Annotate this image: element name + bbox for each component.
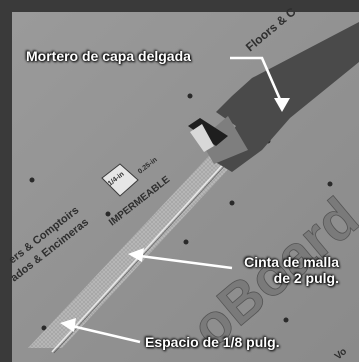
callout-leaders [71, 56, 284, 344]
fastener-dot [41, 325, 47, 331]
thinset-mortar-band [212, 22, 359, 172]
fastener-dot [229, 200, 235, 206]
fastener-dot [317, 247, 323, 253]
fastener-dot [183, 239, 189, 245]
mesh-leader [139, 254, 233, 270]
gap-arrowhead [60, 318, 76, 332]
trowel-ridge [200, 116, 248, 164]
trowel-edge [190, 124, 214, 152]
callout-mortar: Mortero de capa delgada [26, 48, 191, 64]
mesh-tape-strip [28, 140, 246, 348]
callout-gap: Espacio de 1/8 pulg. [145, 334, 280, 350]
mortar-leader [230, 56, 284, 105]
trowel-blade [188, 118, 228, 146]
mortar-arrowhead [274, 98, 290, 112]
callout-mesh-line-1: Cinta de malla [244, 254, 339, 270]
callout-arrowheads [60, 98, 290, 332]
callout-mesh-line-2: de 2 pulg. [273, 270, 339, 286]
gap-seam-shadow [53, 148, 241, 354]
fastener-dots [29, 93, 333, 331]
gap-seam-line [51, 147, 239, 353]
fastener-dot [105, 211, 111, 217]
fastener-dot [29, 177, 35, 183]
fastener-dot [327, 181, 333, 187]
callout-mesh-tape: Cinta de malla de 2 pulg. [244, 254, 339, 286]
mesh-arrowhead [128, 248, 144, 262]
thickness-badge-diamond [101, 163, 139, 197]
fastener-dot [187, 93, 193, 99]
gap-leader [71, 324, 141, 344]
fastener-dot [283, 317, 289, 323]
